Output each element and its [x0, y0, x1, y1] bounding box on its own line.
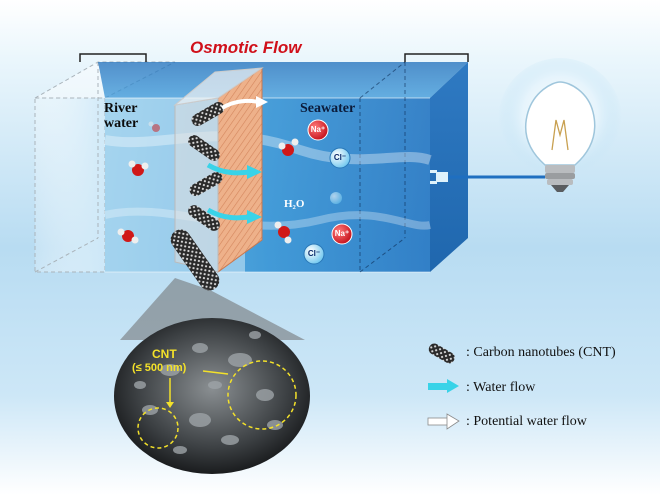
sodium-ion-icon — [331, 223, 353, 245]
legend-item-cnt: : Carbon nanotubes (CNT) — [466, 345, 616, 360]
flow-arrows — [206, 96, 268, 224]
carbon-nanotube-icon — [188, 205, 220, 231]
river-label-line2: water — [104, 116, 139, 131]
cnt-highlight-circle — [227, 360, 297, 430]
sodium-ion-label: Na⁺ — [334, 229, 350, 238]
chloride-ion-icon — [329, 147, 351, 169]
h2o-label: H₂O — [284, 198, 305, 210]
water-flow-arrowhead — [247, 165, 262, 179]
legend-icons — [427, 343, 460, 430]
magnification-projection — [120, 278, 305, 340]
water-tank — [98, 61, 468, 273]
carbon-nanotube-icon — [189, 172, 223, 196]
cnt-inset-label: CNT — [152, 347, 177, 361]
chloride-ion-label: Cl⁻ — [333, 153, 347, 162]
river-bracket — [79, 53, 147, 62]
legend-item-potential-flow: : Potential water flow — [466, 414, 587, 429]
legend-item-water-flow: : Water flow — [466, 380, 536, 395]
plug-icon — [436, 172, 448, 182]
carbon-nanotube-icon — [428, 343, 455, 364]
chloride-ion-icon — [303, 243, 325, 265]
power-connection — [430, 170, 545, 184]
light-bulb-icon — [498, 58, 622, 192]
water-molecule-icon — [128, 160, 149, 176]
river-water-label: River water — [104, 101, 138, 131]
featured-carbon-nanotube-icon — [170, 229, 220, 291]
river-label-line1: River — [104, 101, 138, 116]
sodium-ion-icon — [307, 119, 329, 141]
sem-inset — [114, 318, 310, 474]
water-molecule-icon — [148, 121, 160, 132]
chloride-ion-label: Cl⁻ — [307, 249, 321, 258]
membrane-nanotubes — [170, 102, 225, 291]
water-molecule-icon — [274, 221, 292, 244]
potential-flow-arrow-icon — [427, 417, 449, 426]
seawater-label: Seawater — [300, 101, 356, 116]
cnt-annotation-line — [202, 370, 229, 375]
carbon-nanotube-icon — [191, 102, 225, 126]
diagram-title: Osmotic Flow — [190, 38, 302, 57]
ions — [303, 119, 353, 265]
sem-image — [114, 318, 310, 474]
chloride-ion-icon — [330, 192, 342, 204]
carbon-nanotube-icon — [188, 135, 220, 161]
potential-water-flow-arrow — [220, 98, 259, 110]
cnt-highlight-circle — [137, 407, 179, 449]
cnt-size-label: (≤ 500 nm) — [132, 362, 187, 374]
water-molecules — [117, 121, 299, 244]
water-molecule-icon — [117, 228, 139, 244]
sea-bracket — [404, 53, 469, 62]
sodium-ion-label: Na⁺ — [310, 125, 326, 134]
water-flow-arrowhead — [247, 210, 262, 224]
potential-water-flow-arrowhead — [256, 96, 268, 108]
water-flow-arrow-icon — [428, 383, 448, 390]
water-molecule-icon — [278, 138, 299, 156]
